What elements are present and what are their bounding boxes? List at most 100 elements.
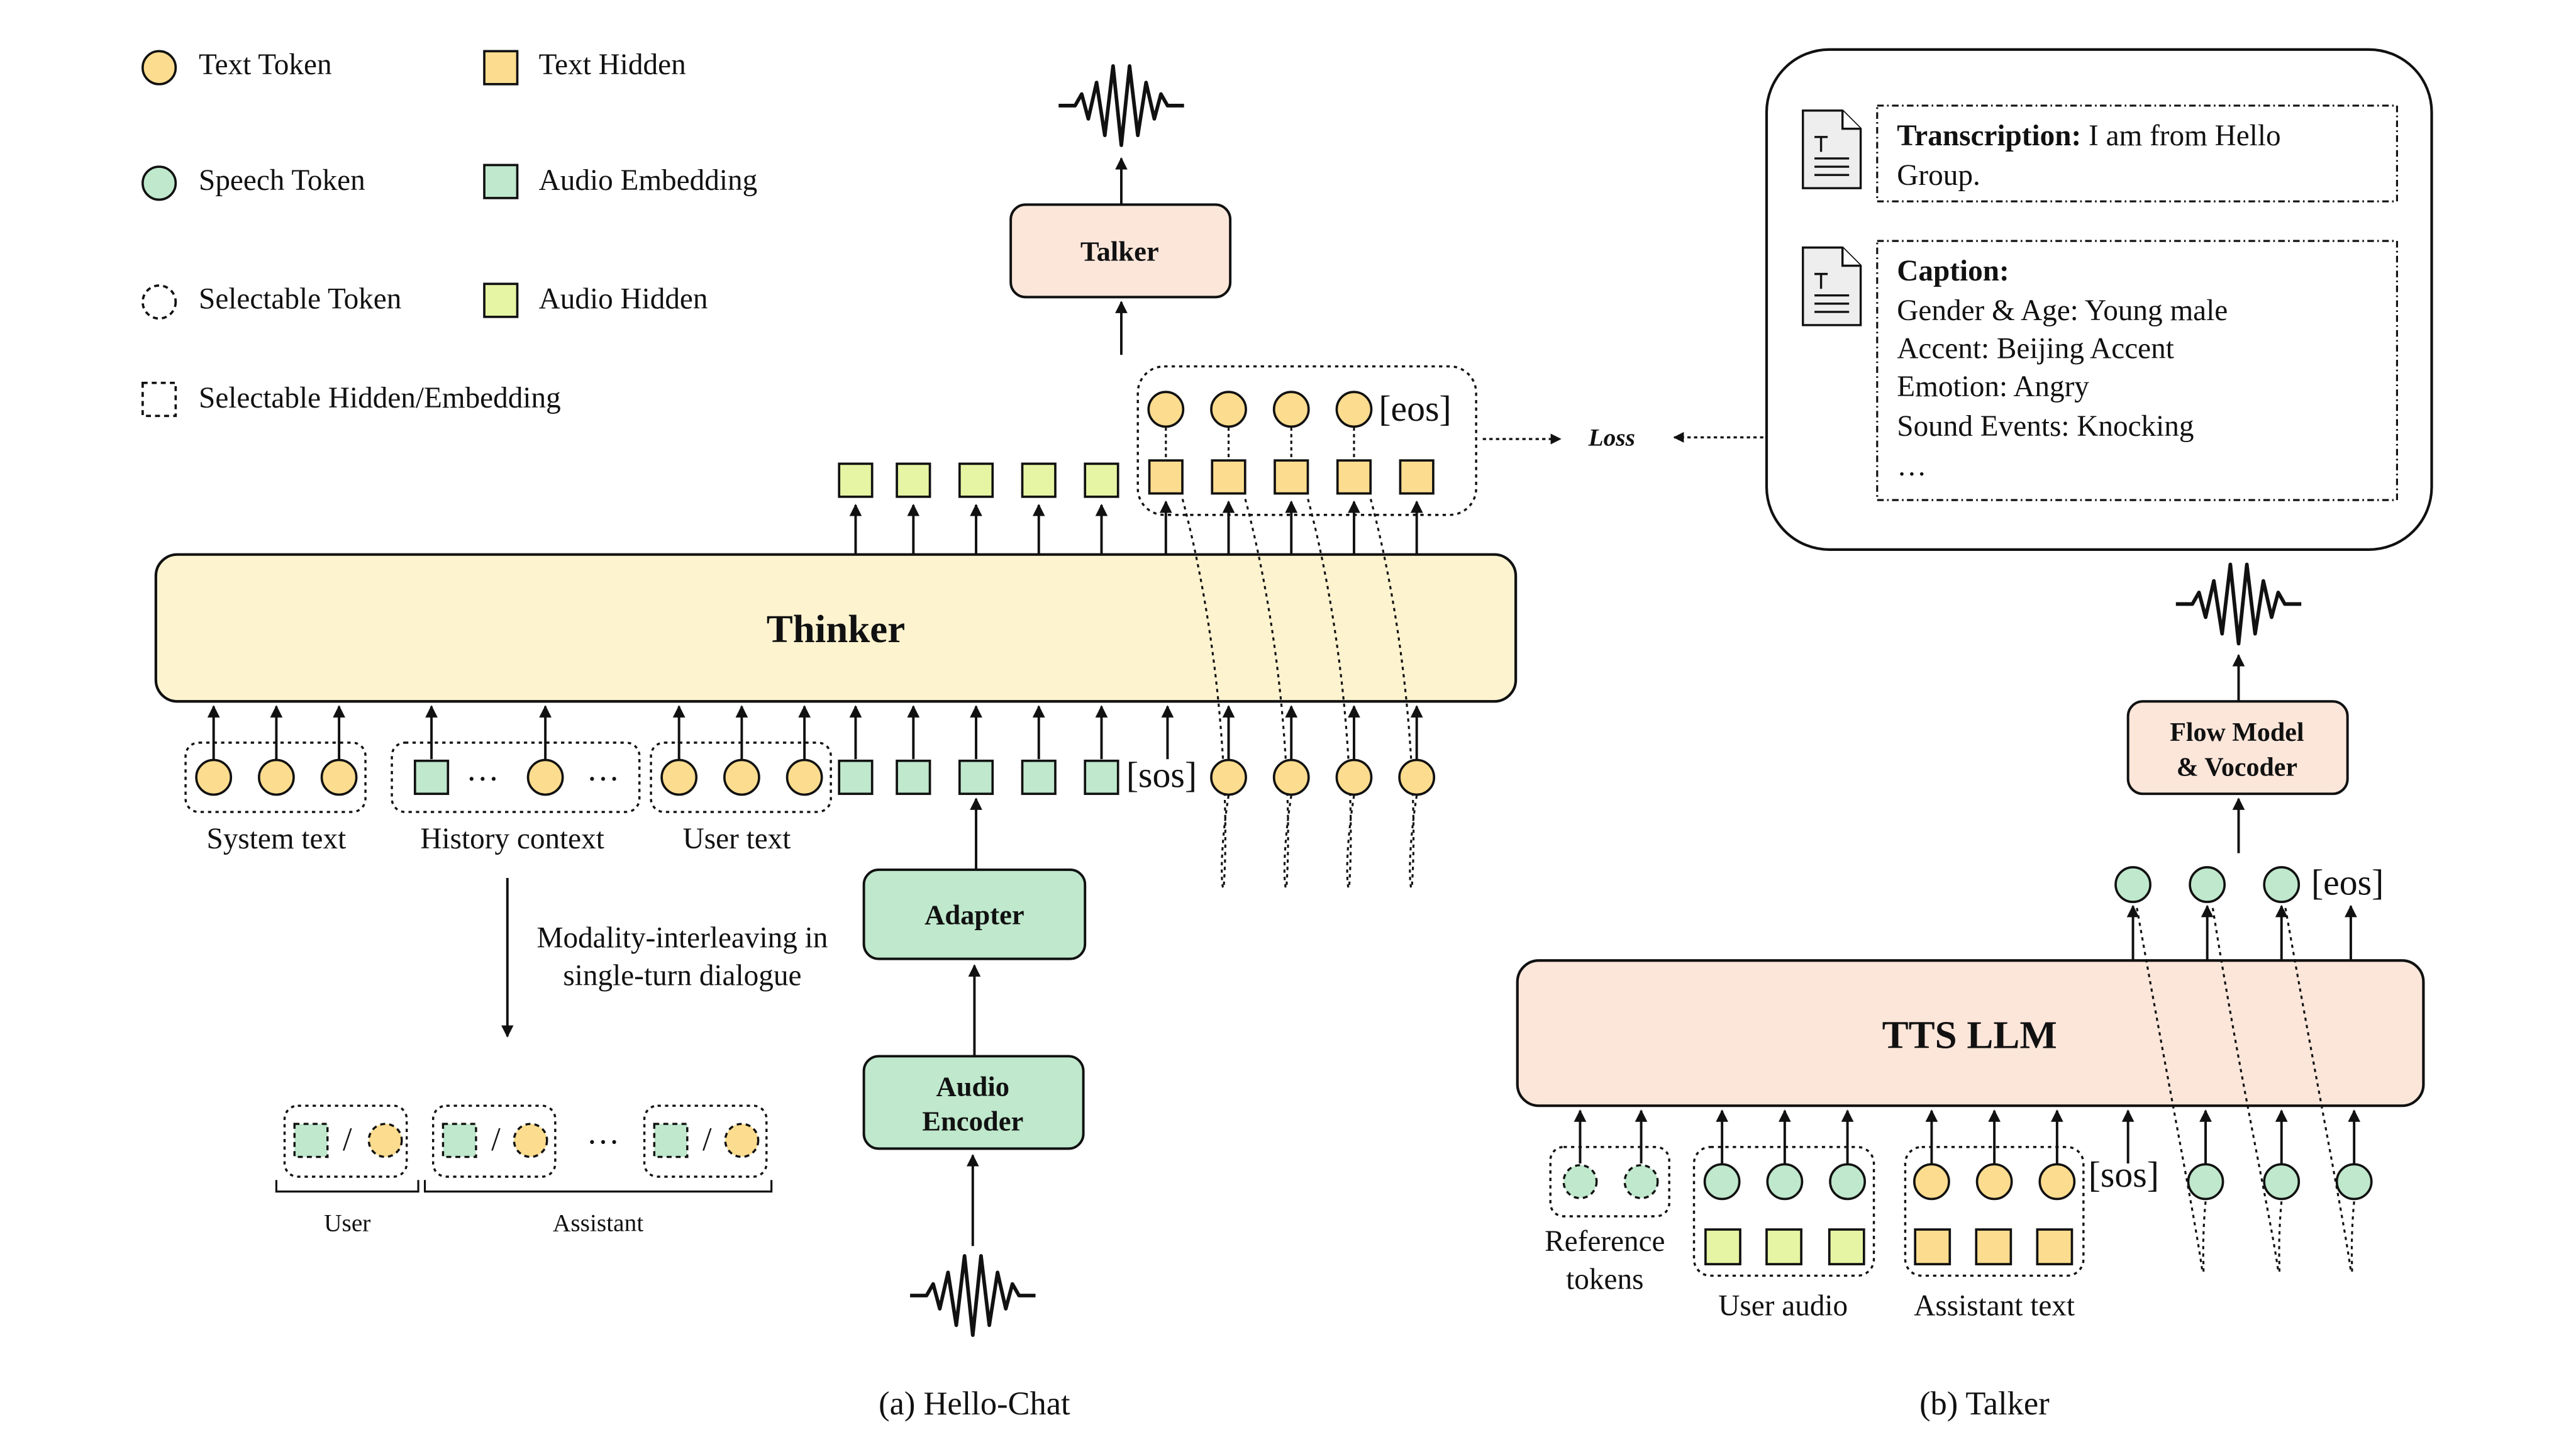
text-token-circle [195,758,233,796]
text-hidden-square [1148,459,1184,495]
talker-output-waveform-icon [2176,564,2301,643]
legend-speech-token-label: Speech Token [199,164,365,197]
transcription-box [1876,104,2399,203]
text-token-circle [1398,758,1436,796]
svg-text:/: / [491,1121,501,1158]
thinker-module-box [154,553,1518,703]
legend-text-token-label: Text Token [199,48,332,81]
output-text-group [1136,365,1477,516]
interleave-label-line2: single-turn dialogue [563,960,801,992]
flow-vocoder-label-line2: & Vocoder [2177,753,2297,782]
legend-audio-embedding-label: Audio Embedding [539,164,758,197]
flow-vocoder-label-line1: Flow Model [2170,718,2304,747]
svg-text:/: / [343,1121,352,1158]
hello-chat-panel: Talker [154,66,1763,1422]
interleave-label-line1: Modality-interleaving in [536,921,828,954]
caption-key: Caption: [1897,255,2009,287]
assistant-text-label: Assistant text [1914,1289,2075,1322]
tts-llm-module-label: TTS LLM [1882,1013,2057,1057]
audio-embedding-square [896,759,931,796]
caption-line: Gender & Age: Young male [1897,294,2228,327]
caption-line: Accent: Beijing Accent [1897,332,2174,365]
text-token-circle [660,758,698,796]
speech-token-circle [2189,866,2226,903]
text-token-circle [258,758,295,796]
audio-embedding-square [413,759,450,796]
audio-hidden-square [1021,462,1057,498]
interleaved-turn-groups: / / … / [275,1104,773,1193]
output-text-hidden-row [1148,459,1435,495]
talker-module-label: Talker [1080,236,1159,267]
svg-text:/: / [702,1121,712,1158]
legend-selectable-token-label: Selectable Token [199,283,401,316]
speech-token-circle [2263,1163,2301,1201]
talker-module-box [1009,203,1232,299]
text-token-circle [1335,758,1373,796]
speech-token-circle [2114,866,2151,903]
output-text-token-row [1147,391,1373,428]
adapter-module-label: Adapter [924,899,1024,931]
audio-hidden-square [1828,1228,1865,1265]
autoregressive-loops [1181,498,1418,889]
text-hidden-square [1399,459,1435,495]
legend-speech-token-icon [142,165,177,201]
text-hidden-square [1211,459,1246,495]
text-token-circle [1335,391,1373,428]
thinker-module-label: Thinker [767,607,905,651]
transcription-text: Transcription: I am from Hello [1897,119,2280,152]
tts-llm-module-box [1516,959,2425,1108]
text-token-circle [1975,1163,2013,1201]
text-hidden-square [1975,1228,2012,1265]
history-context-label: History context [420,823,604,855]
user-text-label: User text [683,823,791,855]
sos-token-label: [sos] [1126,756,1197,796]
audio-embedding-square [838,759,874,796]
legend-text-token-icon [142,50,177,86]
text-token-circle [2038,1163,2076,1201]
assistant-bracket-label: Assistant [553,1209,643,1237]
audio-encoder-label-line2: Encoder [922,1106,1023,1137]
system-text-group [184,741,367,813]
text-token-circle [723,758,760,796]
audio-hidden-square [1765,1228,1802,1265]
speech-token-circle [1829,1163,1866,1201]
selectable-speech-token [1562,1163,1598,1199]
svg-text:…: … [587,1115,619,1152]
transcription-text-cont: Group. [1897,159,1980,192]
audio-embedding-square [1021,759,1057,796]
speech-token-circle [2263,866,2301,903]
loss-label: Loss [1588,424,1635,452]
text-token-circle [1147,391,1185,428]
caption-line: Sound Events: Knocking [1897,410,2194,443]
text-token-circle [320,758,358,796]
annotation-panel [1765,48,2433,551]
user-text-group [650,741,832,813]
caption-line: … [1897,450,1926,482]
flow-vocoder-module-box [2126,700,2349,796]
legend-selectable-hidden-label: Selectable Hidden/Embedding [199,382,561,414]
legend-text-hidden-icon [483,50,519,86]
caption-line: Emotion: Angry [1897,370,2089,403]
legend-audio-hidden-icon [483,282,519,318]
document-icon [1802,246,1862,326]
text-token-circle [1913,1163,1950,1201]
speech-token-circle [1703,1163,1741,1201]
history-context-group [391,741,641,813]
legend-audio-hidden-label: Audio Hidden [539,283,708,316]
adapter-module-box [862,868,1087,960]
talker-sos-label: [sos] [2089,1155,2159,1195]
talker-panel: Transcription: I am from Hello Group. Ca… [1516,48,2433,1422]
talker-caption: (b) Talker [1919,1385,2050,1422]
text-token-circle [786,758,823,796]
assistant-text-group [1904,1146,2085,1277]
talker-eos-label: [eos] [2311,863,2384,902]
ellipsis: … [587,752,619,788]
text-hidden-square [1914,1228,1951,1265]
text-hidden-square [1336,459,1372,495]
speech-token-circle [1766,1163,1804,1201]
caption-box [1876,240,2399,501]
eos-token-label: [eos] [1379,389,1451,429]
legend-selectable-hidden-icon [142,381,177,418]
audio-hidden-square [1704,1228,1741,1265]
audio-encoder-label-line1: Audio [936,1070,1010,1102]
